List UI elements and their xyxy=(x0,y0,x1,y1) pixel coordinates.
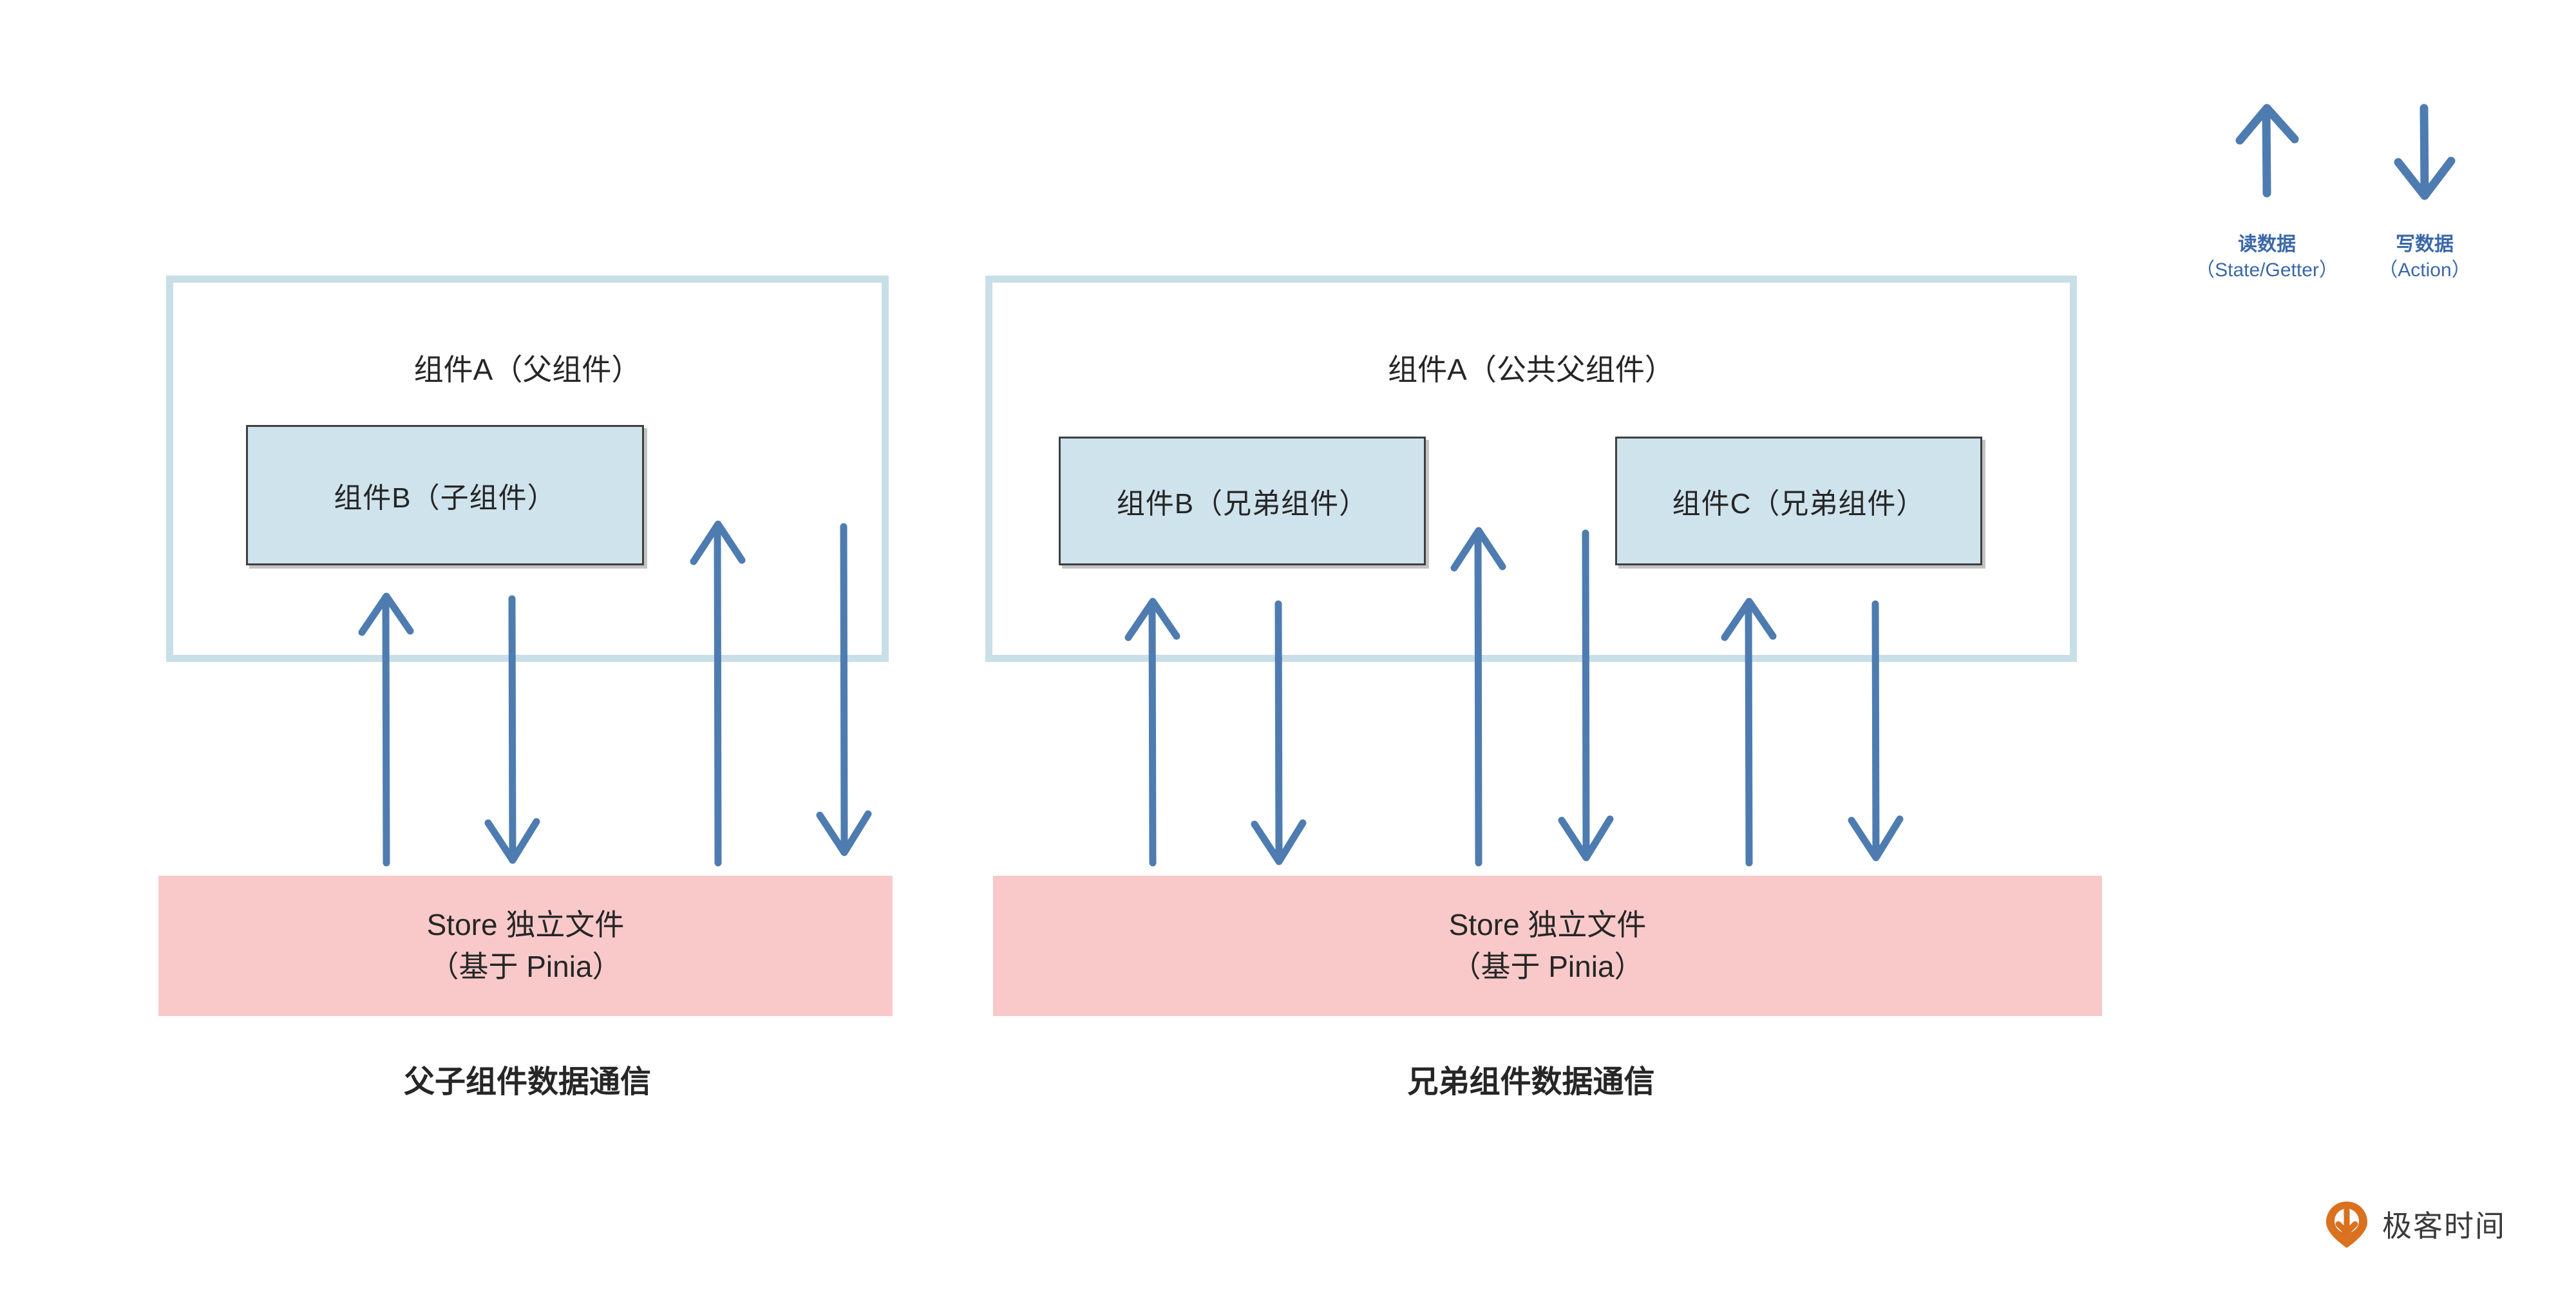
caption-parent-child: 父子组件数据通信 xyxy=(403,1065,651,1099)
arrow-down-icon xyxy=(2394,104,2456,200)
legend-write-line1: 写数据 xyxy=(2396,234,2454,255)
component-box-c-siblings[interactable]: 组件C（兄弟组件） xyxy=(1615,437,1982,565)
watermark-brand: 极客时间 xyxy=(2382,1209,2506,1243)
store-line2: （基于 Pinia） xyxy=(429,950,622,983)
store-line1: Store 独立文件 xyxy=(426,907,625,941)
legend-read-line1: 读数据 xyxy=(2238,234,2296,255)
store-line2: （基于 Pinia） xyxy=(1451,950,1644,983)
store-box-siblings[interactable]: Store 独立文件 （基于 Pinia） xyxy=(993,876,2102,1016)
legend-read-line2: （State/Getter） xyxy=(2195,259,2338,281)
arrow-up-icon xyxy=(2235,104,2299,198)
legend-write-label: 写数据 （Action） xyxy=(2351,232,2499,283)
geektime-logo-icon xyxy=(2326,1202,2367,1248)
component-box-b-siblings[interactable]: 组件B（兄弟组件） xyxy=(1059,437,1426,565)
panel-parent-child-title: 组件A（父组件） xyxy=(413,353,641,386)
component-box-b-parent-child[interactable]: 组件B（子组件） xyxy=(246,425,644,565)
legend-read-label: 读数据 （State/Getter） xyxy=(2164,232,2370,283)
panel-siblings-container xyxy=(985,276,2077,662)
panel-parent-child-container xyxy=(166,276,889,662)
store-line1: Store 独立文件 xyxy=(1448,907,1647,941)
watermark: 极客时间 xyxy=(2322,1199,2506,1249)
store-box-parent-child[interactable]: Store 独立文件 （基于 Pinia） xyxy=(158,876,893,1016)
legend-write-line2: （Action） xyxy=(2378,259,2471,281)
caption-siblings: 兄弟组件数据通信 xyxy=(1407,1065,1655,1099)
panel-siblings-title: 组件A（公共父组件） xyxy=(1388,353,1674,386)
